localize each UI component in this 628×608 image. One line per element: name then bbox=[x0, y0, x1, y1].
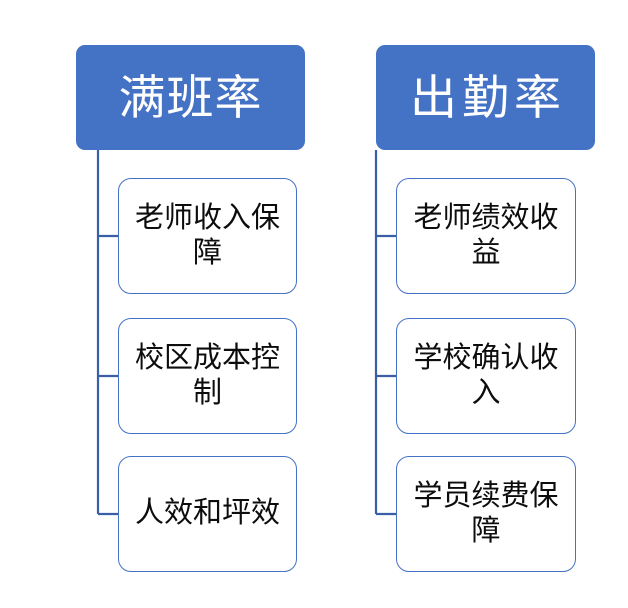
child-node-label: 学校确认收入 bbox=[413, 341, 559, 409]
branch-full-class-rate: 满班率 老师收入保障 校区成本控制 人效和坪效 bbox=[0, 0, 305, 608]
child-node-label: 学员续费保障 bbox=[413, 479, 559, 547]
header-label: 满班率 bbox=[118, 70, 263, 124]
child-node-label: 老师收入保障 bbox=[134, 201, 280, 269]
child-node-label: 老师绩效收益 bbox=[413, 201, 559, 269]
header-label: 出勤率 bbox=[410, 70, 566, 124]
header-node-full-class-rate[interactable]: 满班率 bbox=[76, 45, 305, 150]
child-node-school-recognized-revenue[interactable]: 学校确认收入 bbox=[396, 318, 576, 434]
header-node-attendance-rate[interactable]: 出勤率 bbox=[376, 45, 595, 150]
child-node-student-renewal-guarantee[interactable]: 学员续费保障 bbox=[396, 456, 576, 572]
child-node-teacher-income-guarantee[interactable]: 老师收入保障 bbox=[118, 178, 297, 294]
child-node-label: 校区成本控制 bbox=[134, 341, 280, 409]
child-node-teacher-performance-earnings[interactable]: 老师绩效收益 bbox=[396, 178, 576, 294]
branch-attendance-rate: 出勤率 老师绩效收益 学校确认收入 学员续费保障 bbox=[320, 0, 620, 608]
child-node-campus-cost-control[interactable]: 校区成本控制 bbox=[118, 318, 297, 434]
child-node-label: 人效和坪效 bbox=[134, 497, 280, 530]
child-node-labor-and-space-efficiency[interactable]: 人效和坪效 bbox=[118, 456, 297, 572]
